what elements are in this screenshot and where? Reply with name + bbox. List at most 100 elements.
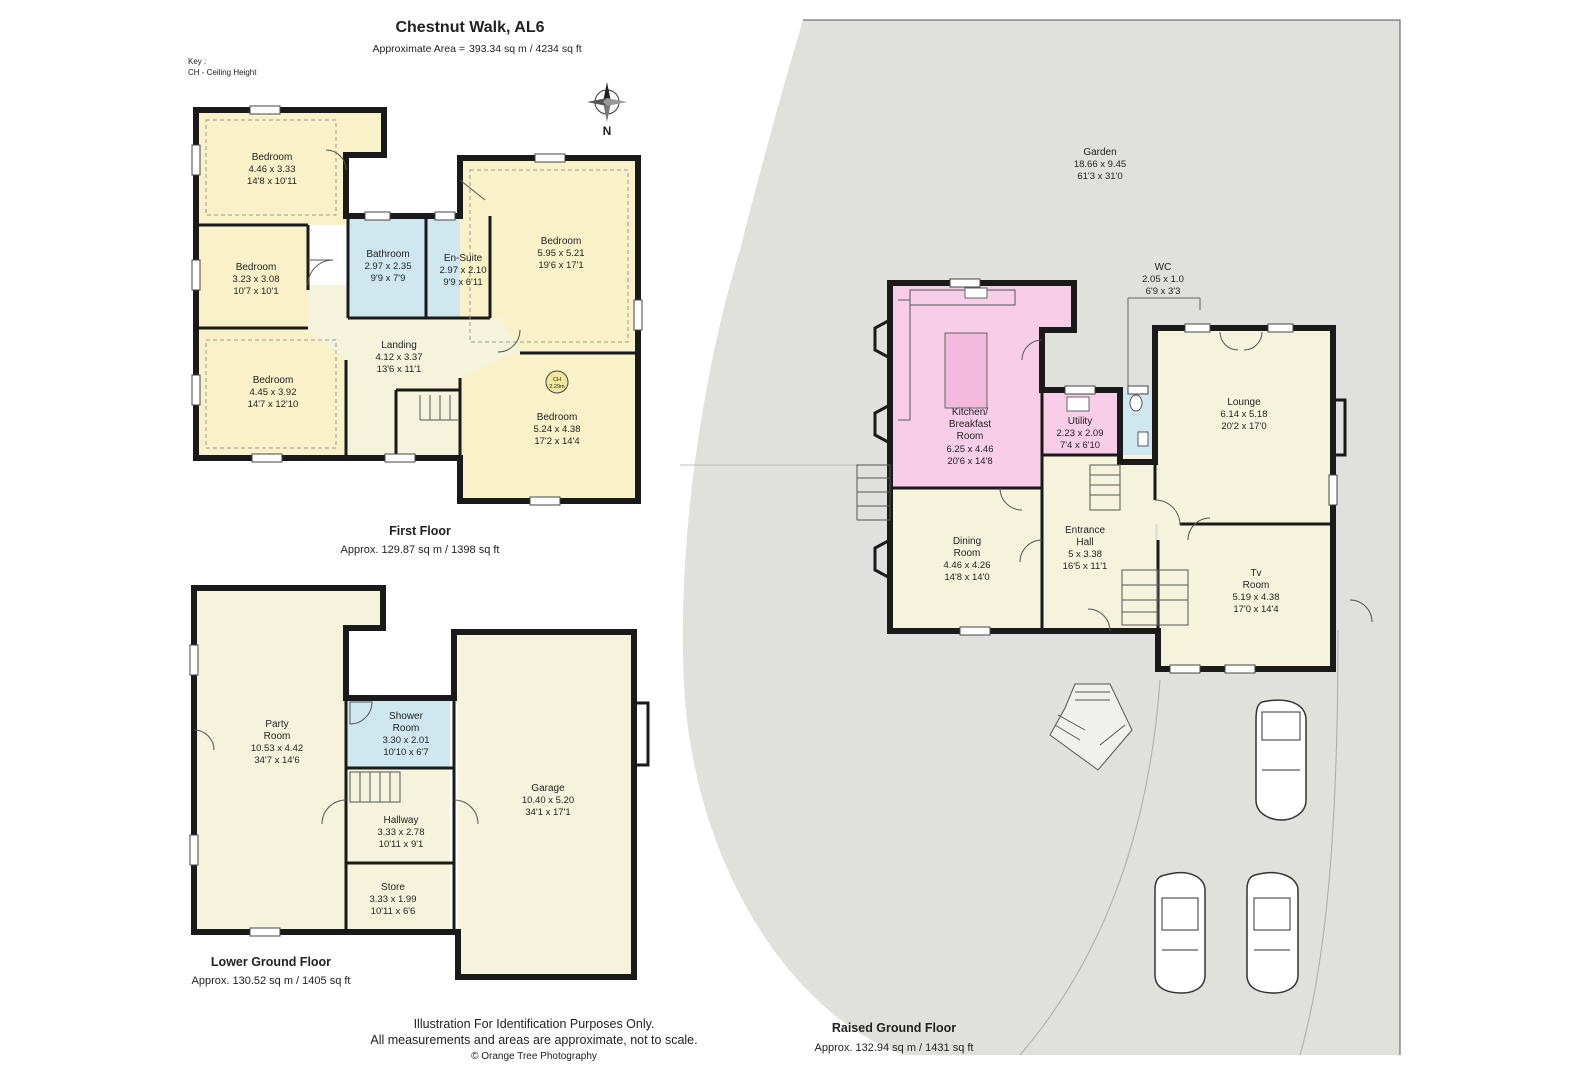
svg-text:Hall: Hall [1076, 537, 1093, 548]
disclaimer-line-2: All measurements and areas are approxima… [370, 1033, 697, 1047]
room-label-landing: Landing 4.12 x 3.37 13'6 x 11'1 [375, 340, 422, 375]
svg-text:3.33 x 2.78: 3.33 x 2.78 [377, 827, 424, 838]
footer-disclaimer: Illustration For Identification Purposes… [370, 1017, 697, 1062]
car-icon [1255, 699, 1307, 821]
room-label-lounge: Lounge 6.14 x 5.18 20'2 x 17'0 [1220, 397, 1267, 432]
plan-title: Chestnut Walk, AL6 [395, 19, 544, 36]
svg-text:3.23 x 3.08: 3.23 x 3.08 [232, 274, 279, 285]
svg-text:Bedroom: Bedroom [541, 236, 582, 247]
key-item: CH - Ceiling Height [188, 68, 257, 77]
svg-text:5.95 x 5.21: 5.95 x 5.21 [537, 248, 584, 259]
svg-text:3.30 x 2.01: 3.30 x 2.01 [382, 735, 429, 746]
svg-text:Hallway: Hallway [383, 815, 418, 826]
car-icon [1246, 871, 1299, 994]
svg-text:Bathroom: Bathroom [366, 249, 409, 260]
room-label-hallway: Hallway 3.33 x 2.78 10'11 x 9'1 [377, 815, 424, 850]
svg-text:4.46 x 4.26: 4.46 x 4.26 [943, 560, 990, 571]
raised-ground-labels: Garden 18.66 x 9.45 61'3 x 31'0 WC 2.05 … [943, 147, 1279, 615]
floor-area-lower: Approx. 130.52 sq m / 1405 sq ft [192, 975, 351, 987]
svg-text:4.12 x 3.37: 4.12 x 3.37 [375, 352, 422, 363]
room-label-store: Store 3.33 x 1.99 10'11 x 6'6 [369, 882, 416, 917]
svg-text:Garden: Garden [1083, 147, 1116, 158]
svg-text:17'2 x 14'4: 17'2 x 14'4 [534, 436, 579, 447]
svg-text:2.23 x 2.09: 2.23 x 2.09 [1056, 428, 1103, 439]
floor-area-raised: Approx. 132.94 sq m / 1431 sq ft [815, 1042, 974, 1054]
room-label-bedroom-3: Bedroom 4.45 x 3.92 14'7 x 12'10 [248, 375, 299, 410]
ch-badge-line1: CH [553, 377, 561, 383]
svg-text:10.53 x 4.42: 10.53 x 4.42 [251, 743, 303, 754]
svg-text:20'2 x 17'0: 20'2 x 17'0 [1221, 421, 1266, 432]
svg-text:6.25 x 4.46: 6.25 x 4.46 [946, 444, 993, 455]
svg-text:Landing: Landing [381, 340, 417, 351]
svg-text:Room: Room [393, 723, 420, 734]
svg-text:14'7 x 12'10: 14'7 x 12'10 [248, 399, 299, 410]
room-label-entrance-hall: Entrance Hall 5 x 3.38 16'5 x 11'1 [1063, 525, 1108, 572]
svg-text:Garage: Garage [531, 783, 565, 794]
lower-ground-floor [189, 585, 650, 980]
room-label-bedroom-2: Bedroom 3.23 x 3.08 10'7 x 10'1 [232, 262, 279, 297]
svg-text:Room: Room [1243, 580, 1270, 591]
room-label-bedroom-1: Bedroom 4.46 x 3.33 14'8 x 10'11 [247, 152, 297, 187]
key-label: Key : [188, 57, 206, 66]
svg-text:17'0 x 14'4: 17'0 x 14'4 [1233, 604, 1278, 615]
svg-text:Store: Store [381, 882, 405, 893]
floor-area-first: Approx. 129.87 sq m / 1398 sq ft [341, 544, 500, 556]
room-label-utility: Utility 2.23 x 2.09 7'4 x 6'10 [1056, 416, 1103, 451]
svg-text:18.66 x 9.45: 18.66 x 9.45 [1074, 159, 1126, 170]
svg-text:Tv: Tv [1250, 568, 1261, 579]
room-label-shower-room: Shower Room 3.30 x 2.01 10'10 x 6'7 [382, 711, 429, 758]
room-label-garage: Garage 10.40 x 5.20 34'1 x 17'1 [522, 783, 574, 818]
floor-name-lower: Lower Ground Floor [211, 955, 331, 969]
first-floor: CH 2.29m [191, 105, 643, 506]
svg-text:3.33 x 1.99: 3.33 x 1.99 [369, 894, 416, 905]
floor-name-first: First Floor [389, 524, 451, 538]
svg-text:WC: WC [1155, 262, 1172, 273]
svg-text:9'9 x 7'9: 9'9 x 7'9 [371, 273, 406, 284]
room-label-garden: Garden 18.66 x 9.45 61'3 x 31'0 [1074, 147, 1126, 182]
room-label-wc: WC 2.05 x 1.0 6'9 x 3'3 [1142, 262, 1184, 297]
room-label-tv-room: Tv Room 5.19 x 4.38 17'0 x 14'4 [1232, 568, 1279, 615]
svg-text:14'8 x 14'0: 14'8 x 14'0 [944, 572, 989, 583]
svg-text:Utility: Utility [1068, 416, 1092, 427]
svg-text:2.97 x 2.35: 2.97 x 2.35 [364, 261, 411, 272]
svg-text:6.14 x 5.18: 6.14 x 5.18 [1220, 409, 1267, 420]
svg-text:10'11 x 6'6: 10'11 x 6'6 [371, 906, 416, 917]
svg-text:Party: Party [265, 719, 288, 730]
svg-text:Room: Room [264, 731, 291, 742]
svg-text:Dining: Dining [953, 536, 981, 547]
svg-text:10'10 x 6'7: 10'10 x 6'7 [383, 747, 428, 758]
room-label-party-room: Party Room 10.53 x 4.42 34'7 x 14'6 [251, 719, 303, 766]
photo-credit: © Orange Tree Photography [471, 1051, 597, 1062]
svg-text:Bedroom: Bedroom [537, 412, 578, 423]
svg-text:10.40 x 5.20: 10.40 x 5.20 [522, 795, 574, 806]
svg-text:13'6 x 11'1: 13'6 x 11'1 [377, 364, 422, 375]
svg-text:16'5 x 11'1: 16'5 x 11'1 [1063, 561, 1108, 572]
svg-text:Bedroom: Bedroom [236, 262, 277, 273]
svg-text:Bedroom: Bedroom [253, 375, 294, 386]
room-label-dining-room: Dining Room 4.46 x 4.26 14'8 x 14'0 [943, 536, 990, 583]
room-label-bathroom: Bathroom 2.97 x 2.35 9'9 x 7'9 [364, 249, 411, 284]
svg-text:4.45 x 3.92: 4.45 x 3.92 [249, 387, 296, 398]
svg-text:19'6 x 17'1: 19'6 x 17'1 [538, 260, 583, 271]
svg-text:10'7 x 10'1: 10'7 x 10'1 [233, 286, 278, 297]
area-label: Approximate Area = [372, 43, 465, 55]
svg-text:Kitchen/: Kitchen/ [952, 407, 988, 418]
svg-text:Room: Room [954, 548, 981, 559]
first-floor-labels: Bedroom 4.46 x 3.33 14'8 x 10'11 Bedroom… [232, 152, 584, 447]
compass-label: N [603, 124, 612, 138]
car-icon [1154, 871, 1206, 994]
svg-text:14'8 x 10'11: 14'8 x 10'11 [247, 176, 297, 187]
svg-text:9'9 x 6'11: 9'9 x 6'11 [443, 277, 482, 288]
disclaimer-line-1: Illustration For Identification Purposes… [414, 1017, 655, 1031]
svg-text:En-Suite: En-Suite [444, 253, 483, 264]
svg-text:10'11 x 9'1: 10'11 x 9'1 [379, 839, 424, 850]
svg-text:7'4 x 6'10: 7'4 x 6'10 [1060, 440, 1100, 451]
svg-text:Entrance: Entrance [1065, 525, 1105, 536]
floor-name-raised: Raised Ground Floor [832, 1021, 956, 1035]
svg-text:2.97 x 2.10: 2.97 x 2.10 [439, 265, 486, 276]
room-label-en-suite: En-Suite 2.97 x 2.10 9'9 x 6'11 [439, 253, 486, 288]
svg-text:5.19 x 4.38: 5.19 x 4.38 [1232, 592, 1279, 603]
raised-ground-floor [856, 278, 1373, 771]
svg-text:Lounge: Lounge [1227, 397, 1261, 408]
